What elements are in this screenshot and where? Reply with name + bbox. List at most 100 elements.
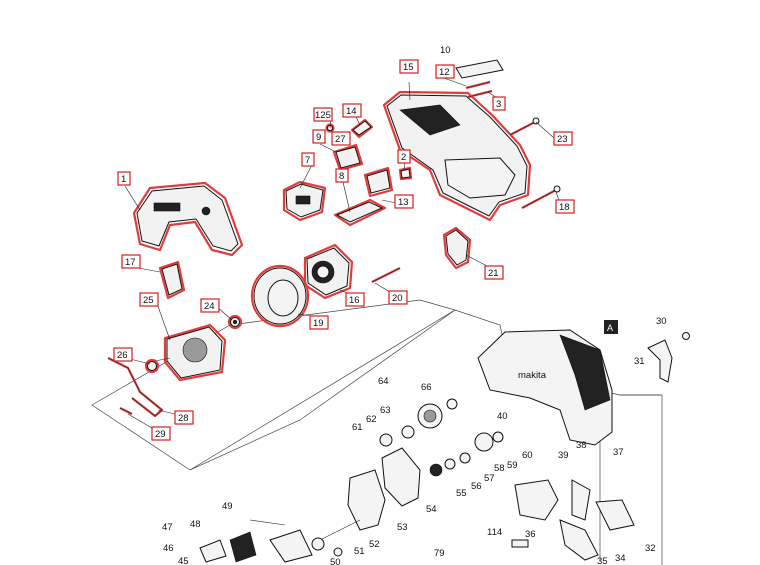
svg-text:79: 79 (434, 548, 445, 559)
svg-text:23: 23 (557, 134, 568, 145)
svg-text:13: 13 (398, 197, 409, 208)
screw-part-23 (509, 117, 540, 136)
handle-part (132, 181, 244, 257)
svg-text:40: 40 (497, 411, 508, 422)
svg-text:38: 38 (576, 440, 587, 451)
svg-text:32: 32 (645, 543, 656, 554)
svg-text:49: 49 (222, 501, 233, 512)
callout-label-25: 25 (139, 292, 159, 307)
svg-text:37: 37 (613, 447, 624, 458)
callout-label-14: 14 (342, 103, 362, 118)
field-stator-part (303, 243, 354, 300)
svg-text:57: 57 (484, 473, 495, 484)
svg-text:48: 48 (190, 519, 201, 530)
svg-text:24: 24 (204, 301, 215, 312)
section-marker-label: A (607, 323, 613, 333)
svg-text:15: 15 (403, 62, 414, 73)
svg-text:45: 45 (178, 556, 189, 565)
callout-label-19: 19 (309, 315, 329, 330)
callout-label-20: 20 (388, 290, 408, 305)
svg-text:18: 18 (559, 202, 570, 213)
svg-text:3: 3 (496, 99, 501, 110)
armature-part (149, 323, 227, 382)
svg-text:19: 19 (313, 318, 324, 329)
bottom-left-parts (199, 519, 343, 563)
svg-text:26: 26 (117, 350, 128, 361)
brush-cap-part (442, 226, 472, 270)
callout-label-7: 7 (301, 152, 315, 167)
svg-text:27: 27 (335, 134, 346, 145)
callout-label-13: 13 (394, 194, 414, 209)
svg-text:64: 64 (378, 376, 389, 387)
svg-text:60: 60 (522, 450, 533, 461)
svg-text:30: 30 (656, 316, 667, 327)
callout-label-3: 3 (492, 96, 506, 111)
plain-callout-labels: 10 30 31 32 34 35 36 37 38 39 40 45 46 4… (162, 45, 667, 565)
svg-text:61: 61 (352, 422, 363, 433)
svg-text:28: 28 (178, 413, 189, 424)
svg-text:47: 47 (162, 522, 173, 533)
svg-text:53: 53 (397, 522, 408, 533)
callout-label-26: 26 (113, 347, 133, 362)
switch-lever-part (158, 260, 186, 300)
svg-text:16: 16 (349, 295, 360, 306)
fan-baffle-part (250, 264, 310, 328)
base-plane (620, 394, 663, 565)
svg-text:14: 14 (346, 106, 357, 117)
brand-mark: makita (518, 370, 547, 381)
callout-label-21: 21 (484, 265, 504, 280)
brush-holder-part (333, 198, 387, 227)
callout-label-16: 16 (345, 292, 365, 307)
svg-text:125: 125 (315, 110, 331, 121)
callout-label-28: 28 (174, 410, 194, 425)
callout-label-23: 23 (553, 131, 573, 146)
blade-guard-part: makita (477, 329, 613, 446)
svg-text:51: 51 (354, 546, 365, 557)
svg-text:114: 114 (487, 527, 502, 538)
svg-text:25: 25 (143, 295, 154, 306)
bearing-part-24 (227, 314, 243, 330)
svg-text:56: 56 (471, 481, 482, 492)
callout-label-24: 24 (200, 298, 220, 313)
lower-parts (511, 479, 635, 561)
svg-text:46: 46 (163, 543, 174, 554)
svg-text:9: 9 (316, 132, 321, 143)
svg-text:17: 17 (125, 257, 136, 268)
pin-part-3 (467, 89, 493, 99)
callout-label-2: 2 (397, 149, 411, 164)
callout-label-15: 15 (399, 59, 419, 74)
screw-part-18 (521, 185, 561, 209)
svg-text:50: 50 (330, 557, 341, 565)
svg-text:63: 63 (380, 405, 391, 416)
svg-text:10: 10 (440, 45, 451, 56)
svg-text:7: 7 (305, 155, 310, 166)
svg-text:58: 58 (494, 463, 505, 474)
label-plate-part (455, 59, 504, 79)
callout-label-1: 1 (117, 171, 131, 186)
callout-label-12: 12 (435, 64, 455, 79)
pin-part-12 (465, 80, 491, 90)
svg-text:59: 59 (507, 460, 518, 471)
svg-text:1: 1 (121, 174, 126, 185)
callout-label-9: 9 (312, 129, 326, 144)
callout-label-8: 8 (335, 168, 349, 183)
svg-text:39: 39 (558, 450, 569, 461)
callout-label-125: 125 (313, 107, 333, 122)
svg-text:8: 8 (339, 171, 344, 182)
wiring-part (363, 166, 394, 198)
svg-text:62: 62 (366, 414, 377, 425)
small-screw-part-29 (119, 407, 133, 415)
leader-lines (124, 77, 561, 429)
callout-label-17: 17 (121, 254, 141, 269)
fitting-part-14 (350, 118, 374, 139)
svg-text:36: 36 (525, 529, 536, 540)
bearing-part-26 (144, 358, 160, 374)
svg-text:66: 66 (421, 382, 432, 393)
svg-text:21: 21 (488, 268, 499, 279)
svg-text:12: 12 (439, 67, 450, 78)
terminal-block-part (282, 180, 327, 222)
callout-label-18: 18 (555, 199, 575, 214)
svg-text:54: 54 (426, 504, 437, 515)
svg-text:35: 35 (597, 556, 608, 565)
